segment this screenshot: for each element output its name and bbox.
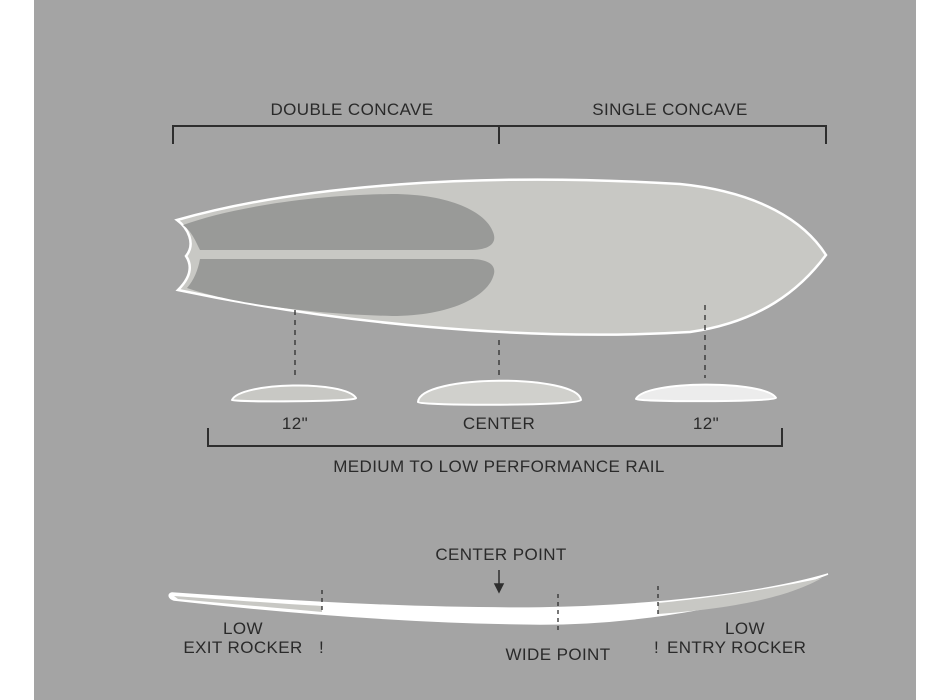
entry-rocker-label-line2: ENTRY ROCKER <box>667 638 807 657</box>
rail-caption: MEDIUM TO LOW PERFORMANCE RAIL <box>333 457 665 476</box>
exit-rocker-label-line2: EXIT ROCKER <box>183 638 303 657</box>
concave-bracket <box>172 125 827 144</box>
rail-section-left <box>230 384 358 403</box>
rail-left-label: 12" <box>281 414 309 433</box>
rail-bracket <box>207 428 783 447</box>
board-outline <box>174 178 828 336</box>
wide-point-label: WIDE POINT <box>505 645 611 664</box>
rocker-entry-section <box>658 578 822 614</box>
center-point-arrow <box>493 570 505 594</box>
lower-concave-channel <box>187 259 495 316</box>
single-concave-label: SINGLE CONCAVE <box>592 100 748 119</box>
exit-rocker-marker-glyph: ! <box>319 638 325 657</box>
rocker-profile <box>168 570 829 634</box>
board-plan-view <box>174 178 828 336</box>
entry-rocker-label-line1: LOW <box>725 619 765 638</box>
double-concave-label: DOUBLE CONCAVE <box>270 100 434 119</box>
rail-sections <box>230 379 778 406</box>
surfboard-diagram: DOUBLE CONCAVE SINGLE CONCAVE 12" CENTER… <box>34 0 916 700</box>
entry-rocker-marker-glyph: ! <box>654 638 660 657</box>
rail-center-label: CENTER <box>462 414 536 433</box>
center-point-label: CENTER POINT <box>435 545 567 564</box>
rail-section-center <box>416 379 583 406</box>
diagram-graphics <box>168 125 829 634</box>
rail-right-label: 12" <box>692 414 720 433</box>
rocker-exit-section <box>174 596 322 612</box>
rail-guide-lines <box>294 305 706 380</box>
exit-rocker-label-line1: LOW <box>223 619 263 638</box>
upper-concave-channel <box>183 194 495 250</box>
rail-section-right <box>634 383 778 403</box>
